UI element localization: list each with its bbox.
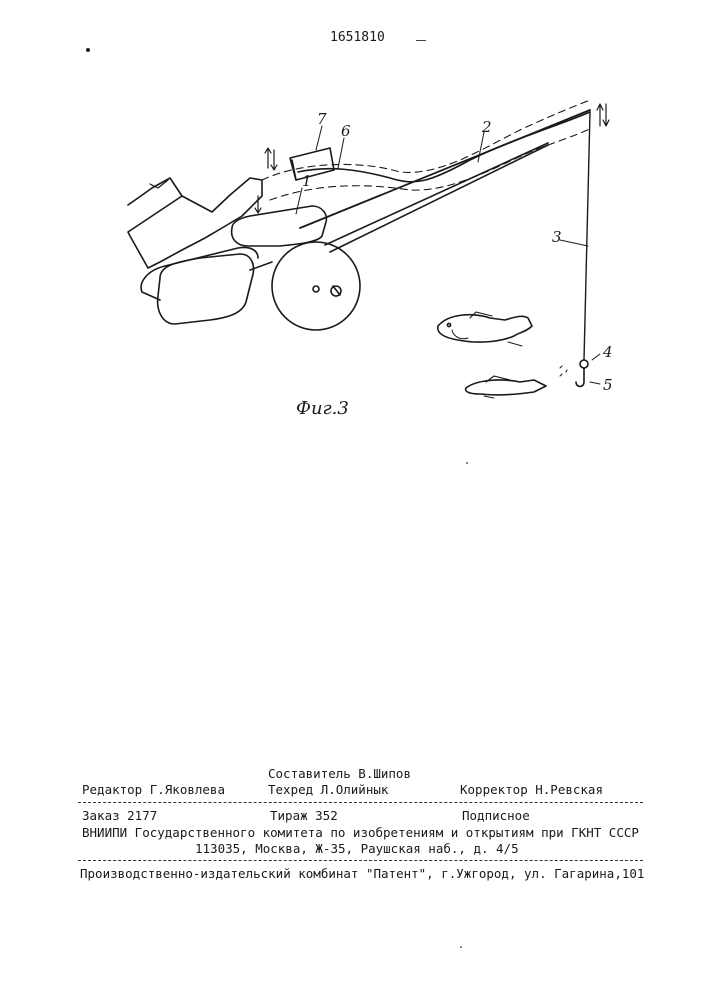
float	[580, 360, 588, 368]
label-6: 6	[341, 122, 351, 140]
spring-dashed-upper	[262, 100, 590, 180]
publisher: Производственно-издательский комбинат "П…	[80, 866, 644, 881]
support-strut	[325, 143, 548, 245]
fish-small	[466, 380, 546, 395]
weight-block	[290, 148, 334, 180]
label-2: 2	[482, 118, 492, 136]
order-number: Заказ 2177	[82, 808, 157, 823]
divider	[78, 802, 643, 803]
techred: Техред Л.Олийнык	[268, 782, 388, 797]
circulation: Тираж 352	[270, 808, 338, 823]
address: 113035, Москва, Ж-35, Раушская наб., д. …	[195, 841, 519, 856]
organization: ВНИИПИ Государственного комитета по изоб…	[82, 825, 639, 840]
scan-speck	[466, 462, 468, 464]
label-7: 7	[317, 110, 327, 128]
corrector: Корректор Н.Ревская	[460, 782, 603, 797]
figure-caption: Фиг.3	[296, 398, 349, 419]
label-3: 3	[552, 228, 562, 246]
composer: Составитель В.Шипов	[268, 766, 411, 781]
editor: Редактор Г.Яковлева	[82, 782, 225, 797]
arrow-updown-left	[265, 148, 277, 170]
subscription: Подписное	[462, 808, 530, 823]
fishing-line	[584, 112, 590, 360]
hook	[576, 368, 584, 387]
fish-large	[438, 315, 532, 342]
label-4: 4	[603, 343, 613, 361]
label-5: 5	[603, 376, 613, 394]
scan-speck	[460, 946, 462, 948]
divider	[78, 860, 643, 861]
label-1: 1	[302, 172, 312, 190]
arrow-updown-right	[597, 104, 609, 126]
